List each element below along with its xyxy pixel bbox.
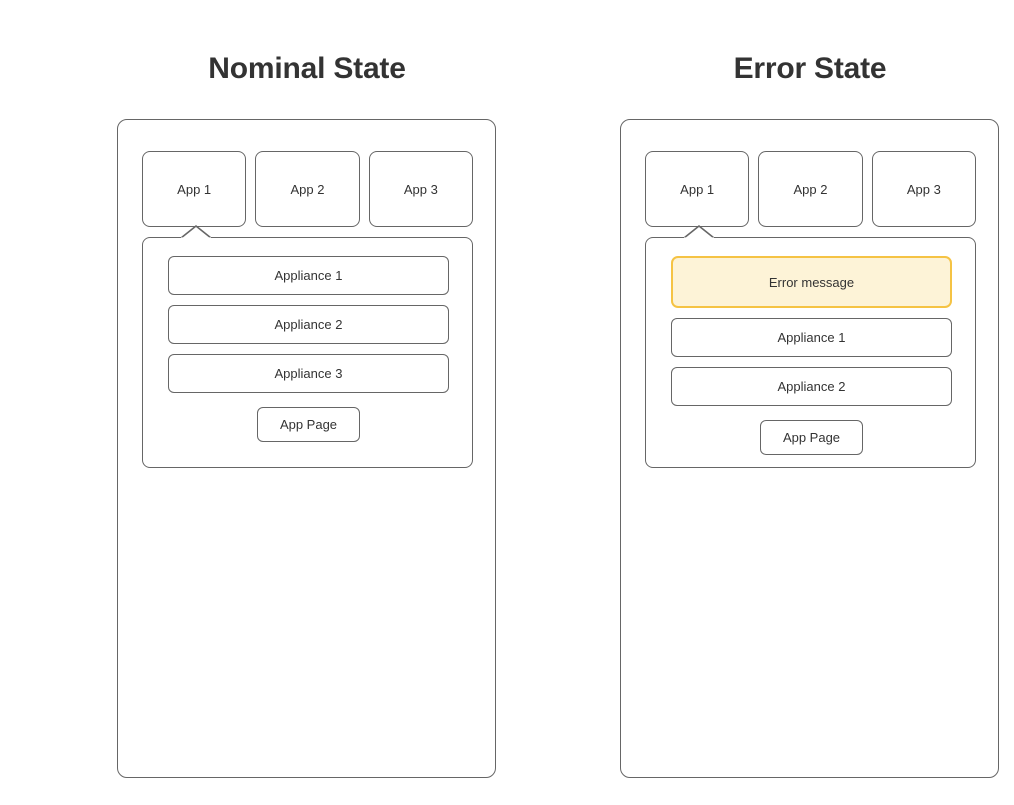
- error-message-label: Error message: [768, 274, 855, 290]
- error-message-banner: Error message: [671, 256, 952, 308]
- nominal-app-tab-bar: App 1 App 2 App 3: [142, 151, 473, 227]
- list-item-label: Appliance 2: [274, 317, 343, 332]
- panel-caret-icon: [180, 225, 212, 241]
- error-state-title: Error State: [733, 52, 887, 85]
- list-item-label: Appliance 1: [777, 330, 846, 345]
- app-tab-3-label: App 3: [403, 181, 438, 197]
- list-item-label: Appliance 2: [777, 379, 846, 394]
- list-item-label: Appliance 1: [274, 268, 343, 283]
- list-item-label: Appliance 3: [274, 366, 343, 381]
- app-page-button-label: App Page: [279, 417, 338, 432]
- panel-caret-icon: [683, 225, 715, 241]
- list-item[interactable]: Appliance 2: [671, 367, 952, 406]
- nominal-app-page-wrap: App Page: [168, 407, 449, 442]
- list-item[interactable]: Appliance 1: [671, 318, 952, 357]
- app-page-button-label: App Page: [782, 430, 841, 445]
- nominal-device-frame: App 1 App 2 App 3 Appliance 1: [117, 119, 496, 778]
- app-tab-3-label: App 3: [906, 181, 941, 197]
- nominal-panel-list: Appliance 1 Appliance 2 Appliance 3 App …: [168, 256, 449, 442]
- app-tab-2-label: App 2: [290, 181, 325, 197]
- app-tab-1-label: App 1: [177, 181, 212, 197]
- app-tab-2-label: App 2: [793, 181, 828, 197]
- app-tab-1[interactable]: App 1: [142, 151, 247, 227]
- app-tab-2[interactable]: App 2: [255, 151, 360, 227]
- error-content-panel: Error message Appliance 1 Appliance 2 Ap…: [645, 225, 976, 468]
- list-item[interactable]: Appliance 2: [168, 305, 449, 344]
- error-panel-list: Error message Appliance 1 Appliance 2 Ap…: [671, 256, 952, 455]
- app-page-button[interactable]: App Page: [257, 407, 360, 442]
- nominal-state-title: Nominal State: [208, 52, 406, 85]
- error-app-page-wrap: App Page: [671, 420, 952, 455]
- error-device-frame: App 1 App 2 App 3 Error message: [620, 119, 999, 778]
- app-tab-1-label: App 1: [680, 181, 715, 197]
- app-tab-1[interactable]: App 1: [645, 151, 750, 227]
- app-tab-2[interactable]: App 2: [758, 151, 863, 227]
- app-tab-3[interactable]: App 3: [368, 151, 473, 227]
- app-tab-3[interactable]: App 3: [871, 151, 976, 227]
- list-item[interactable]: Appliance 3: [168, 354, 449, 393]
- list-item[interactable]: Appliance 1: [168, 256, 449, 295]
- error-app-tab-bar: App 1 App 2 App 3: [645, 151, 976, 227]
- nominal-content-panel: Appliance 1 Appliance 2 Appliance 3 App …: [142, 225, 473, 468]
- app-page-button[interactable]: App Page: [760, 420, 863, 455]
